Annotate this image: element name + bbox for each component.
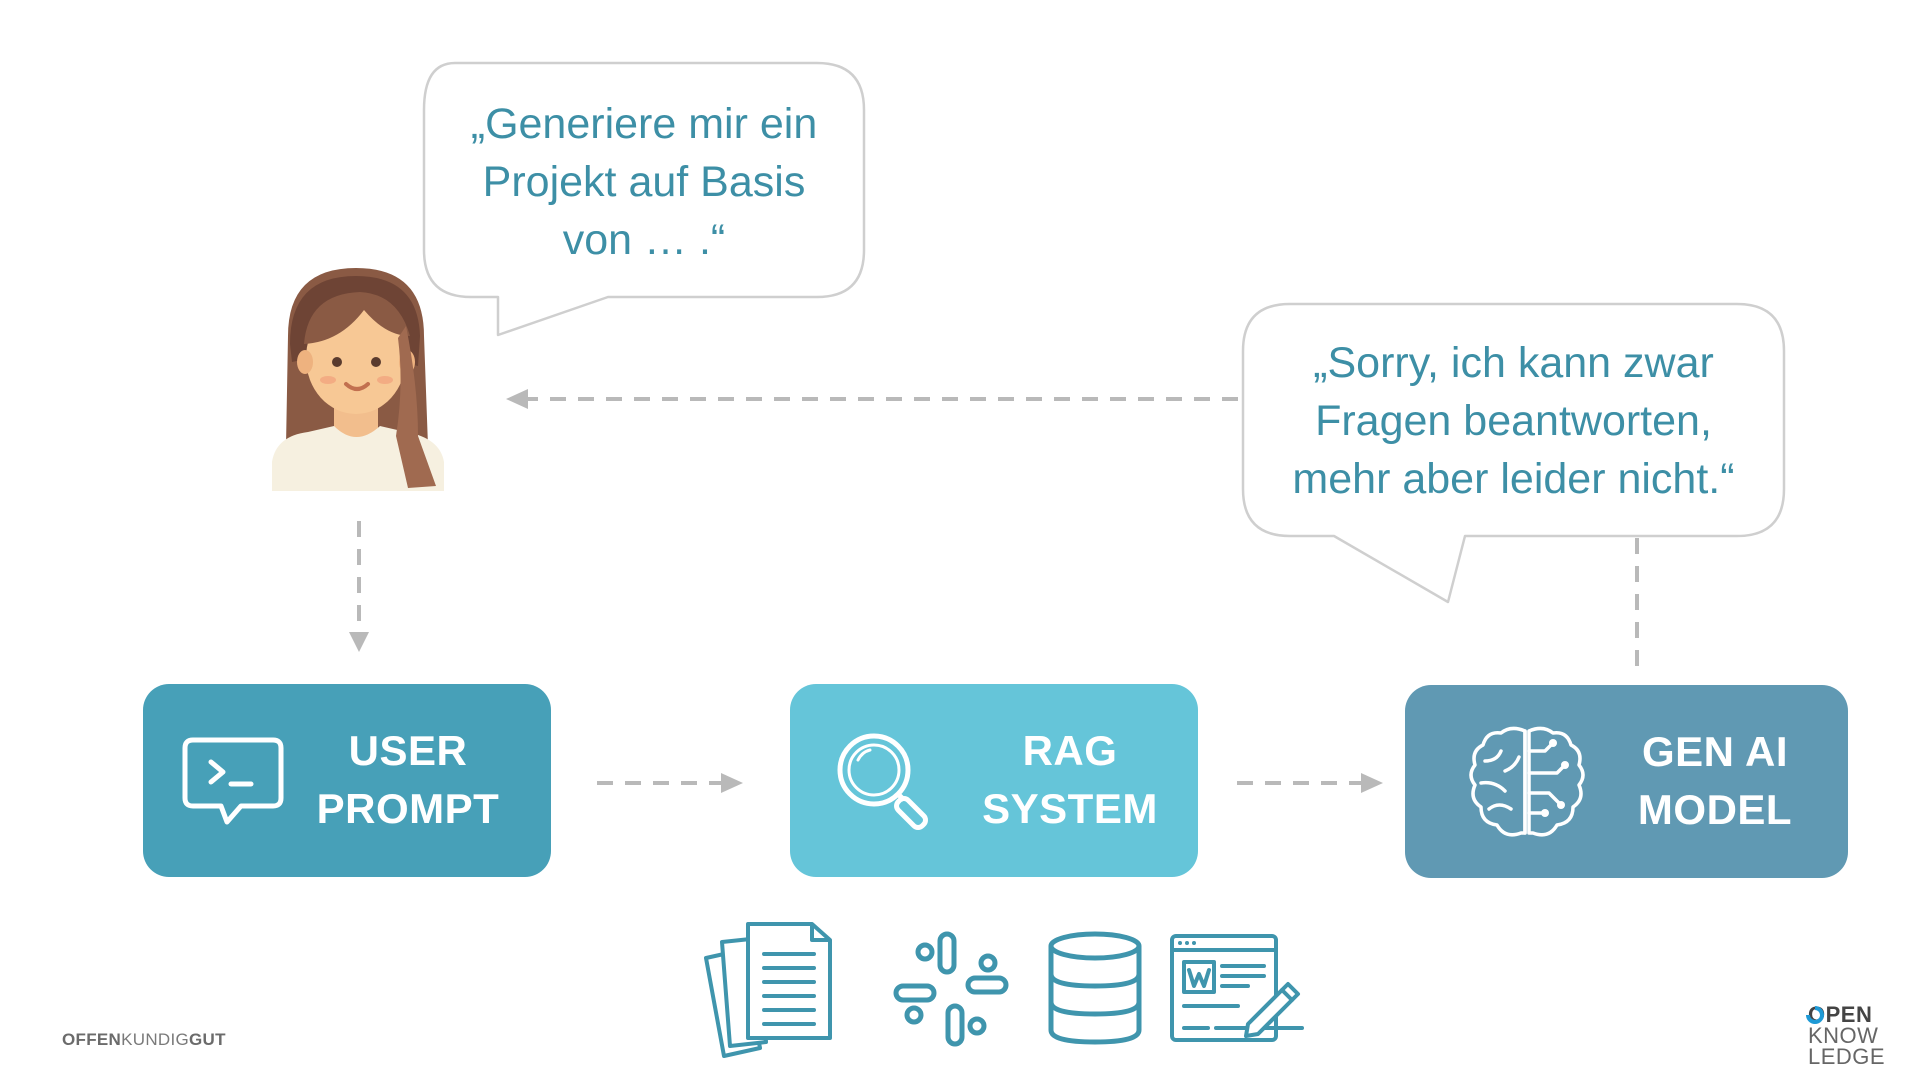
open-knowledge-logo: OPEN KNOW LEDGE	[1808, 1002, 1886, 1069]
arrowhead-left	[506, 389, 528, 409]
model-bubble-text: „Sorry, ich kann zwar Fragen beantworten…	[1292, 339, 1735, 503]
arrowhead-right-1	[721, 773, 743, 793]
arrowhead-right-2	[1361, 773, 1383, 793]
rag-system-label: RAG SYSTEM	[982, 727, 1158, 832]
user-avatar-icon	[272, 268, 444, 491]
logo-part-offen: OFFEN	[62, 1030, 122, 1049]
logo-part-kundig: KUNDIG	[121, 1030, 190, 1049]
arrowhead-down	[349, 632, 369, 652]
logo-line-know: KNOW	[1808, 1023, 1879, 1048]
slack-icon	[893, 931, 1009, 1047]
offenkundiggut-logo: OFFENKUNDIGGUT	[62, 1030, 226, 1050]
user-bubble-text: „Generiere mir ein Projekt auf Basis von…	[470, 100, 818, 264]
document-stack-icon	[704, 922, 832, 1058]
user-prompt-label: USER PROMPT	[316, 727, 500, 832]
terminal-chat-icon	[182, 737, 284, 825]
user-prompt-box: USER PROMPT	[143, 684, 551, 877]
magnifier-icon	[837, 733, 928, 830]
gen-ai-model-box: GEN AI MODEL	[1405, 685, 1848, 878]
logo-line-ledge: LEDGE	[1808, 1044, 1886, 1069]
logo-part-gut: GUT	[189, 1030, 226, 1049]
word-document-icon	[1170, 934, 1304, 1042]
brain-circuit-icon	[1469, 726, 1585, 837]
logo-line-open: OPEN	[1808, 1002, 1873, 1027]
open-knowledge-logo-mark	[1806, 1006, 1824, 1024]
gen-ai-model-label: GEN AI MODEL	[1637, 728, 1793, 833]
database-icon	[1048, 931, 1142, 1045]
rag-system-box: RAG SYSTEM	[790, 684, 1198, 877]
